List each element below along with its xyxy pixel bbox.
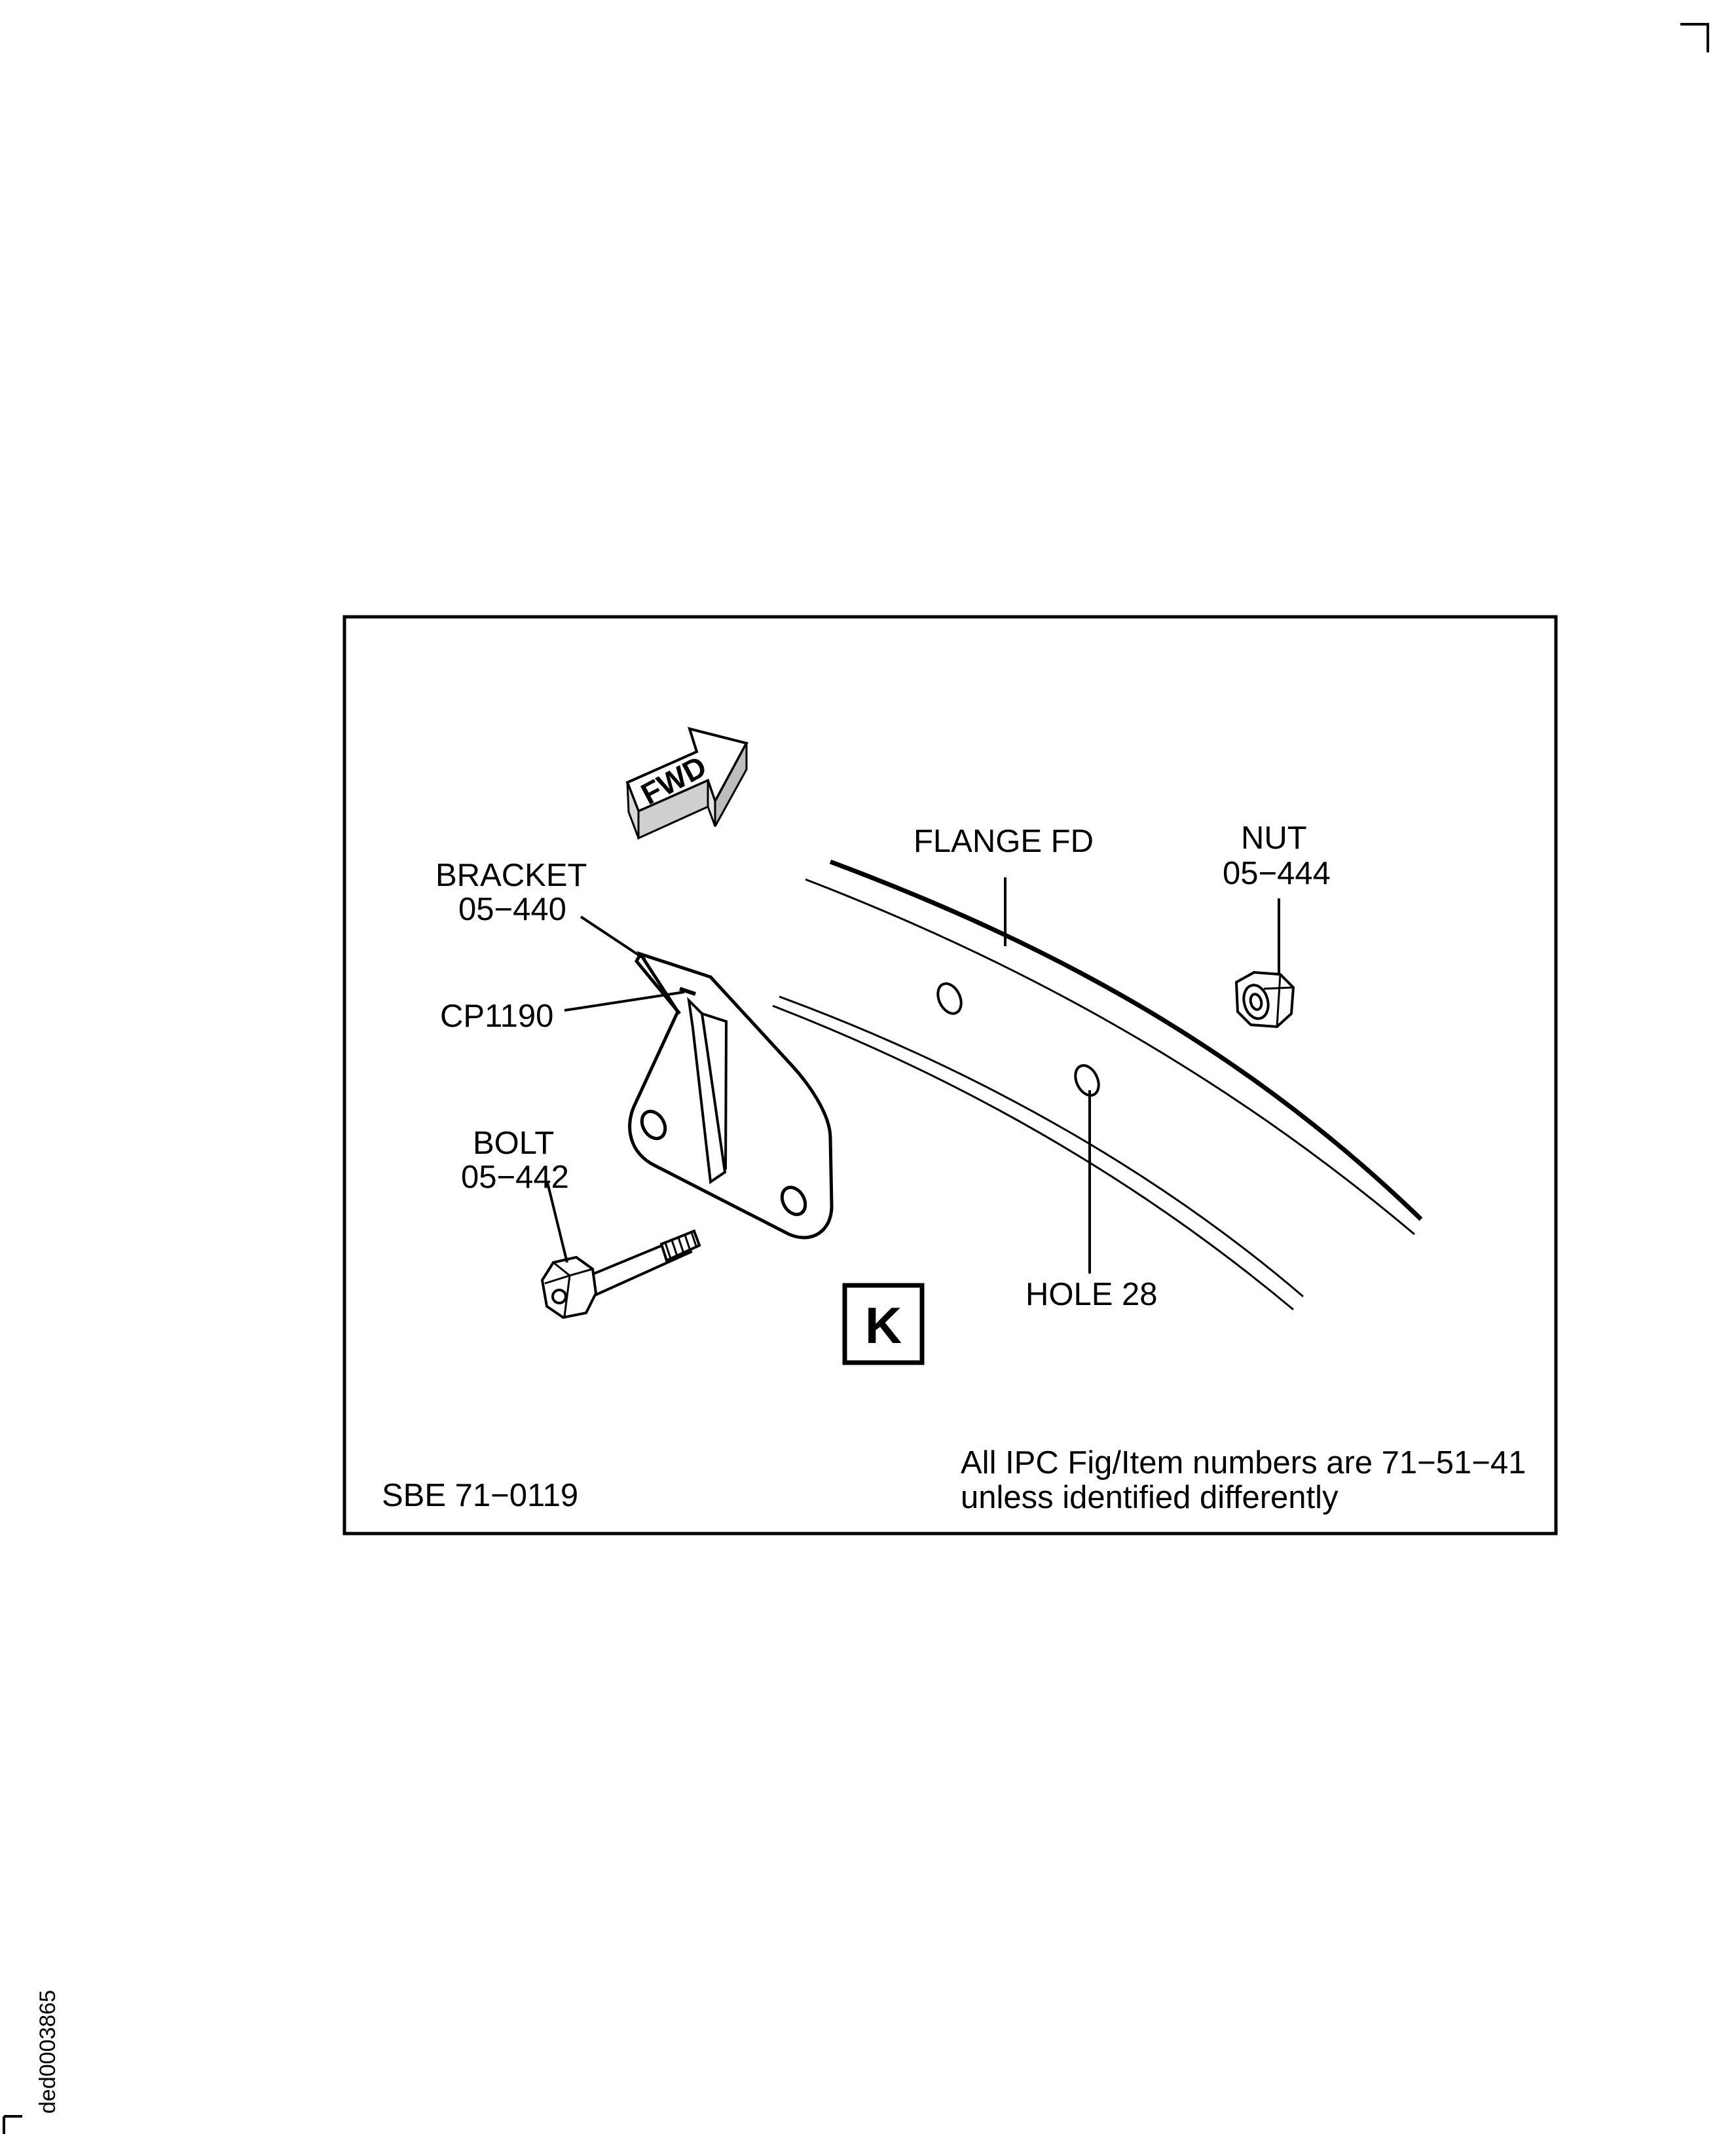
nut-name-label: NUT — [1241, 820, 1307, 856]
ipc-note-line1: All IPC Fig/Item numbers are 71−51−41 — [961, 1445, 1526, 1481]
bolt-name-label: BOLT — [473, 1126, 554, 1161]
bracket-name-label: BRACKET — [435, 858, 587, 893]
bolt-item-label: 05−442 — [461, 1160, 569, 1195]
leader-lines — [546, 877, 1280, 1274]
flange-label: FLANGE FD — [914, 824, 1094, 859]
ipc-note-line2: unless identified differently — [961, 1480, 1339, 1515]
figure-frame — [342, 615, 1558, 1536]
svg-text:K: K — [865, 1297, 902, 1354]
side-id: ded0003865 — [35, 1990, 60, 2114]
bolt-icon — [540, 1229, 701, 1319]
cp-label: CP1190 — [440, 999, 553, 1034]
view-k-box: K — [842, 1283, 925, 1365]
reference-number: SBE 71−0119 — [382, 1478, 578, 1513]
crop-marks — [3, 23, 1709, 2134]
flange-fd — [772, 859, 1423, 1311]
bracket-item-label: 05−440 — [458, 892, 566, 927]
nut-item-label: 05−444 — [1223, 856, 1331, 891]
hole-28-icon — [1074, 1064, 1100, 1097]
hole-label: HOLE 28 — [1025, 1277, 1158, 1312]
nut-icon — [1234, 970, 1295, 1029]
flange-holes — [936, 982, 1100, 1097]
